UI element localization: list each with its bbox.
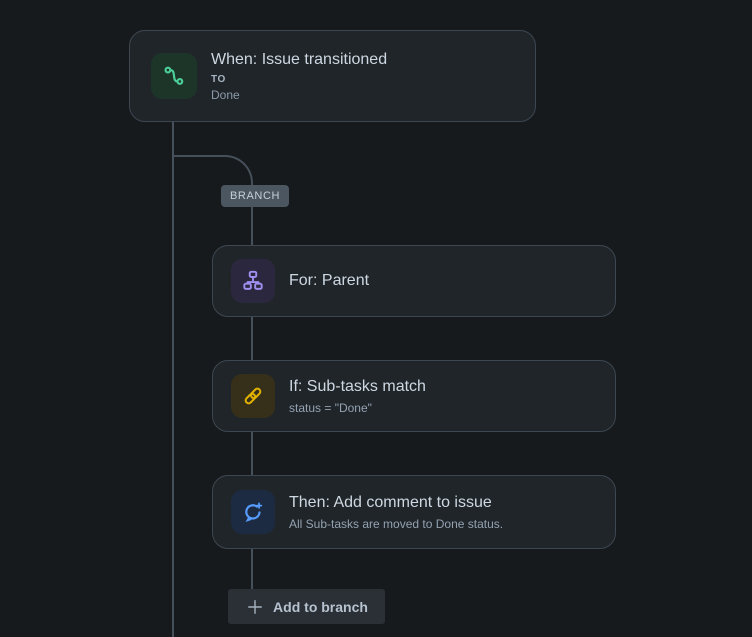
if-card-text: If: Sub-tasks match status = "Done" (289, 378, 426, 415)
trigger-meta-label: TO (211, 73, 226, 85)
plus-icon (245, 597, 265, 617)
if-title: If: Sub-tasks match (289, 377, 426, 395)
for-title: For: Parent (289, 272, 370, 289)
branch-connector-curve (173, 155, 253, 205)
main-connector-line (172, 122, 174, 637)
transition-icon (151, 53, 197, 99)
for-card-text: For: Parent (289, 272, 369, 290)
then-title: Then: Add comment to issue (289, 493, 492, 511)
add-to-branch-button[interactable]: Add to branch (228, 589, 385, 624)
branch-then-card[interactable]: Then: Add comment to issue All Sub-tasks… (212, 475, 616, 549)
branch-badge: BRANCH (221, 185, 290, 207)
if-subtitle: status = "Done" (289, 400, 372, 415)
link-icon (231, 374, 275, 418)
add-to-branch-label: Add to branch (273, 598, 368, 615)
add-comment-icon (231, 490, 275, 534)
trigger-title: When: Issue transitioned (211, 50, 388, 68)
trigger-meta-value: Done (211, 87, 240, 102)
hierarchy-icon (231, 259, 275, 303)
trigger-card-text: When: Issue transitioned TO Done (211, 51, 387, 102)
branch-if-card[interactable]: If: Sub-tasks match status = "Done" (212, 360, 616, 432)
trigger-card[interactable]: When: Issue transitioned TO Done (129, 30, 536, 122)
then-card-text: Then: Add comment to issue All Sub-tasks… (289, 494, 503, 531)
then-subtitle: All Sub-tasks are moved to Done status. (289, 516, 504, 531)
branch-for-card[interactable]: For: Parent (212, 245, 616, 317)
